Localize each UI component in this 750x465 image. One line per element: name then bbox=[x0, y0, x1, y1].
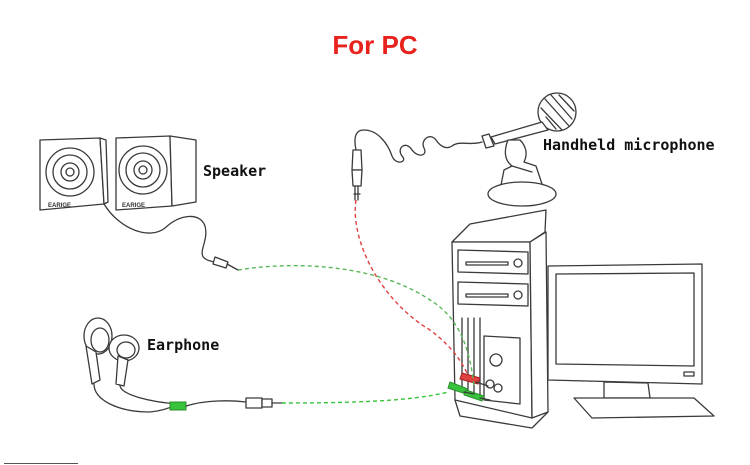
microphone-label: Handheld microphone bbox=[543, 136, 715, 154]
handheld-microphone bbox=[351, 92, 577, 207]
earphone-label: Earphone bbox=[147, 336, 220, 354]
page-title: For PC bbox=[332, 30, 418, 60]
speaker-brand-left: EARIGE bbox=[48, 203, 71, 209]
speaker-cable bbox=[237, 264, 475, 387]
speakers: EARIGE EARIGE bbox=[39, 135, 239, 271]
speaker-brand-right: EARIGE bbox=[122, 203, 145, 209]
divider bbox=[4, 463, 78, 464]
connection-cables bbox=[237, 199, 475, 404]
microphone-cable bbox=[354, 199, 471, 381]
speaker-label: Speaker bbox=[203, 162, 267, 180]
earphone-cable bbox=[281, 391, 449, 404]
pc-tower bbox=[447, 209, 549, 429]
earphones bbox=[83, 317, 283, 413]
monitor bbox=[547, 263, 715, 419]
